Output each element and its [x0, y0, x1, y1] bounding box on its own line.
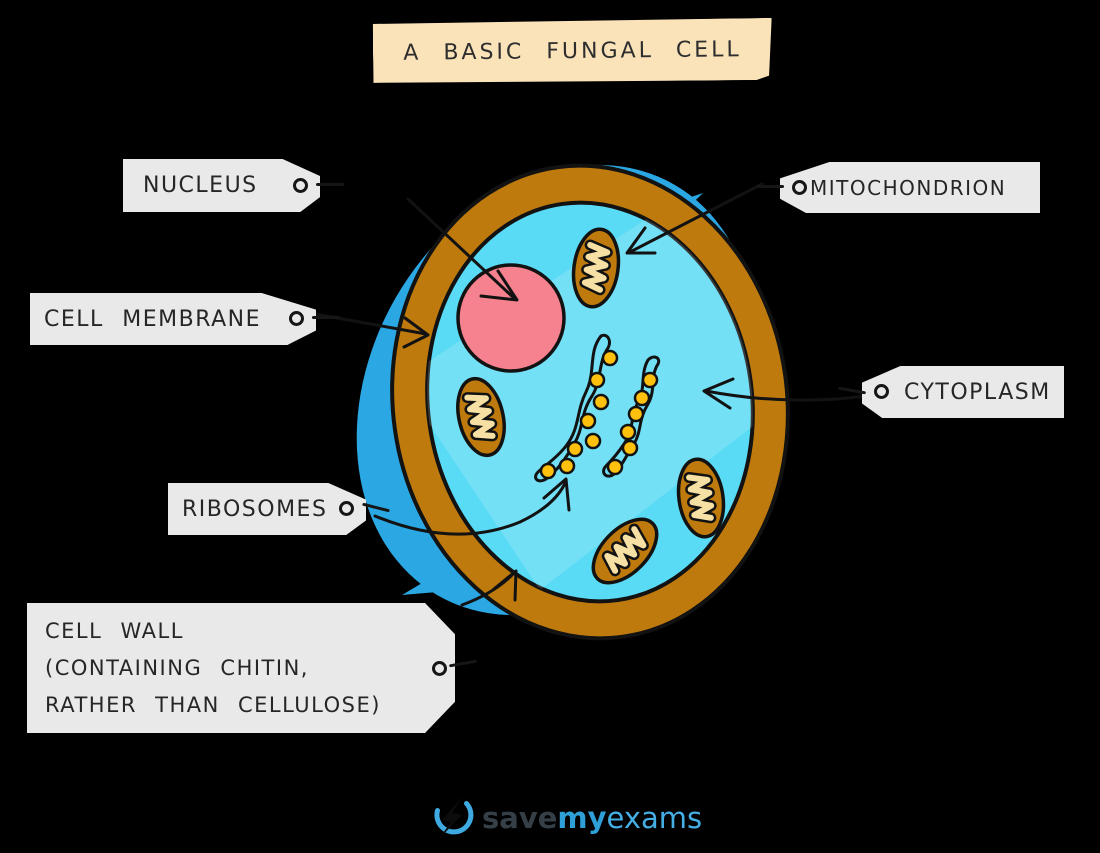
label-mitochondrion: MITOCHONDRION [756, 162, 1040, 213]
cell-membrane-label-text: CELL MEMBRANE [44, 306, 262, 332]
cytoplasm-label-text: CYTOPLASM [904, 379, 1051, 405]
label-nucleus: NUCLEUS [123, 159, 344, 212]
logo-word-my: my [557, 801, 607, 835]
label-cell-membrane: CELL MEMBRANE [30, 293, 340, 345]
tag-hole-icon [293, 177, 308, 193]
label-cell-wall: CELL WALL (CONTAINING CHITIN, RATHER THA… [27, 603, 478, 733]
tag-string [756, 184, 784, 188]
nucleus-label-text: NUCLEUS [143, 173, 258, 198]
title-banner: .banner::before{content:"";position:abso… [373, 18, 773, 84]
tag-hole-icon [339, 501, 354, 516]
nucleus-shape [456, 263, 566, 373]
logo-wordmark: savemyexams [482, 801, 702, 835]
tag-hole-icon [432, 661, 447, 676]
label-cytoplasm: CYTOPLASM [837, 366, 1064, 418]
lightning-bolt-icon [434, 796, 474, 840]
cell-wall-label-line2: (CONTAINING CHITIN, [45, 655, 309, 680]
mitochondrion-arrow [625, 182, 764, 255]
cytoplasm-arrow [702, 377, 876, 410]
nucleus-arrow [406, 197, 519, 302]
diagram-title: A BASIC FUNGAL CELL [403, 36, 742, 66]
er-ribosome-chain [534, 333, 611, 483]
ribosomes-arrow [373, 477, 571, 536]
tag-hole-icon [289, 311, 304, 326]
cell-wall-label-line3: RATHER THAN CELLULOSE) [45, 692, 381, 717]
tag-hole-icon [874, 384, 889, 399]
ribosomes-label-text: RIBOSOMES [182, 496, 328, 522]
label-ribosomes: RIBOSOMES [168, 483, 390, 535]
logo-word-save: save [482, 801, 558, 835]
cell-wall-arrow [460, 569, 518, 607]
mitochondrion-label-text: MITOCHONDRION [810, 175, 1007, 200]
tag-string [316, 182, 344, 186]
cell-wall-label-line1: CELL WALL [45, 618, 184, 643]
tag-string [312, 316, 340, 319]
tag-hole-icon [792, 179, 807, 195]
ribosome-dots [539, 349, 659, 480]
logo-word-exams: exams [606, 801, 703, 835]
savemyexams-logo: savemyexams [430, 794, 702, 842]
